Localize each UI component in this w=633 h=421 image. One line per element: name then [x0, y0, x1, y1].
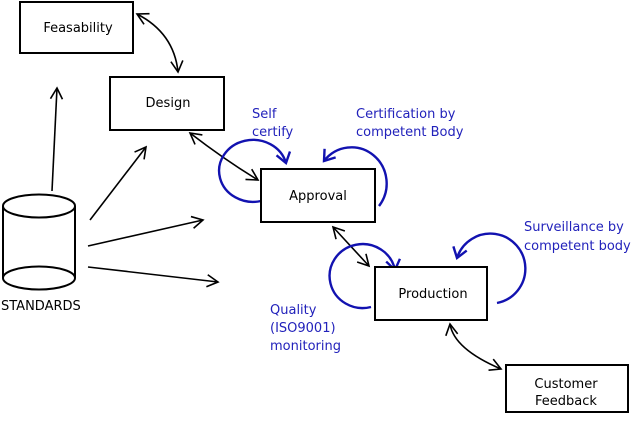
- certification-line1: Certification by: [356, 107, 456, 122]
- feasability-label: Feasability: [43, 21, 113, 36]
- surveillance-line1: Surveillance by: [524, 220, 624, 235]
- arrow-standards-to-feasability: [49, 86, 64, 192]
- quality-line3: monitoring: [270, 339, 341, 354]
- design-node: Design: [109, 76, 225, 131]
- cylinder-bottom-ellipse: [2, 265, 76, 291]
- surveillance-line2: competent body: [524, 239, 631, 254]
- customer-feedback-label-line1: Customer: [534, 377, 598, 392]
- production-box: [374, 266, 488, 321]
- certification-line2: competent Body: [356, 125, 464, 140]
- feasability-box: [19, 1, 134, 54]
- quality-line2: (ISO9001): [270, 321, 336, 336]
- self-certify-line2: certify: [252, 125, 294, 140]
- production-node: Production: [374, 266, 488, 321]
- design-label: Design: [146, 96, 191, 111]
- customer-feedback-box: [505, 364, 629, 413]
- loop-quality-monitoring: [328, 242, 401, 310]
- approval-label: Approval: [289, 189, 347, 204]
- standards-cylinder: STANDARDS: [1, 193, 81, 314]
- cylinder-top-ellipse: [2, 193, 76, 219]
- arrow-production-customer-feedback: [445, 322, 503, 372]
- self-certify-annotation: Self certify: [252, 107, 294, 140]
- arrow-standards-toward-approval: [87, 215, 205, 247]
- surveillance-annotation: Surveillance by competent body: [524, 220, 631, 254]
- customer-feedback-label-line2: Feedback: [535, 394, 597, 409]
- arrow-feasability-design: [135, 12, 184, 74]
- design-box: [109, 76, 225, 131]
- production-label: Production: [398, 287, 467, 302]
- loop-certification: [322, 146, 388, 207]
- self-certify-line1: Self: [252, 107, 277, 122]
- loop-surveillance: [452, 232, 527, 305]
- certification-annotation: Certification by competent Body: [356, 107, 464, 140]
- approval-box: [260, 168, 376, 223]
- loop-self-certify: [217, 138, 292, 204]
- arrow-standards-toward-production: [87, 266, 220, 288]
- standards-label: STANDARDS: [1, 299, 81, 314]
- arrow-standards-to-design: [89, 145, 148, 221]
- quality-monitoring-annotation: Quality (ISO9001) monitoring: [270, 303, 341, 354]
- approval-node: Approval: [260, 168, 376, 223]
- quality-line1: Quality: [270, 303, 317, 318]
- arrow-design-approval: [188, 131, 260, 181]
- feasability-node: Feasability: [19, 1, 134, 54]
- customer-feedback-node: Customer Feedback: [505, 364, 629, 413]
